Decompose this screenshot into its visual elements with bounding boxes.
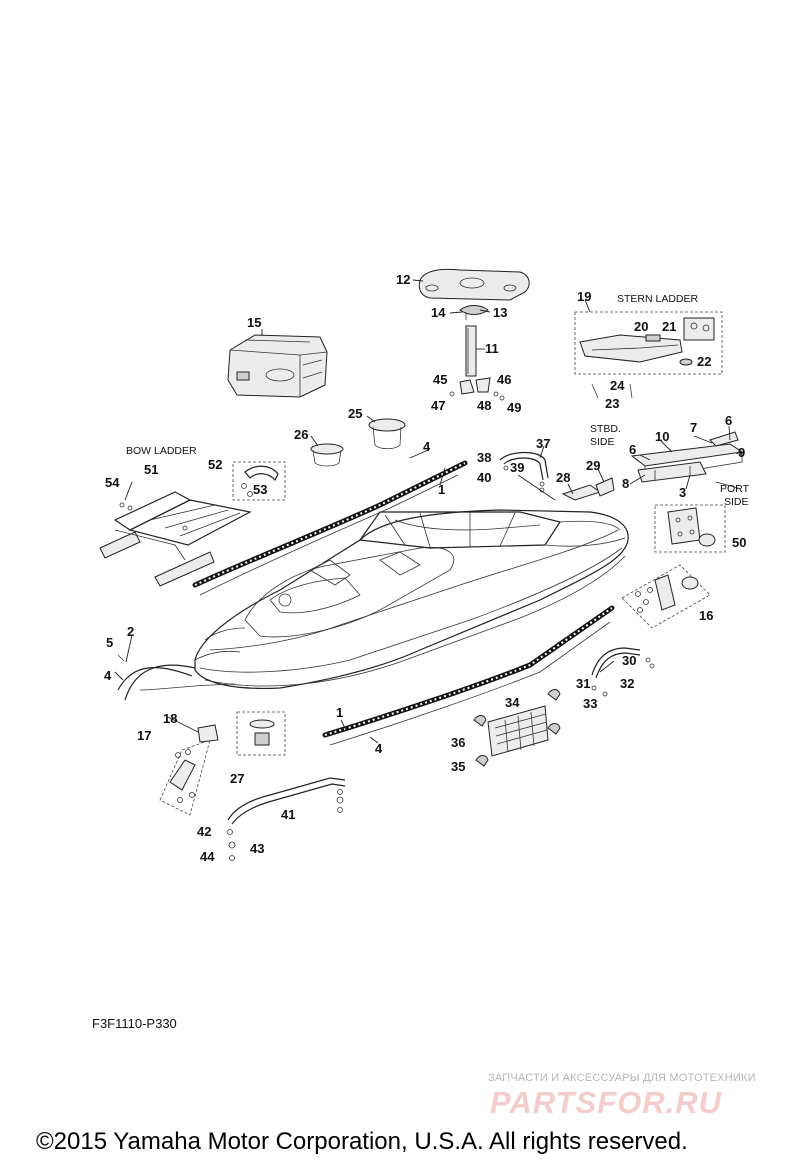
callout-10: 10 <box>655 429 669 444</box>
callout-4c: 4 <box>104 668 112 683</box>
part-10-bracket <box>630 431 744 483</box>
part-15-cooler <box>227 334 328 398</box>
callout-25: 25 <box>348 406 362 421</box>
callout-9: 9 <box>738 445 745 460</box>
watermark-text: ЗАПЧАСТИ И АКСЕССУАРЫ ДЛЯ МОТОТЕХНИКИ <box>488 1072 756 1084</box>
callout-40: 40 <box>477 470 491 485</box>
callout-51: 51 <box>144 462 158 477</box>
callout-29: 29 <box>586 458 600 473</box>
callout-numbers: 1 1 2 3 4 4 4 5 6 6 7 8 9 10 11 12 13 14… <box>104 272 746 864</box>
callout-8: 8 <box>622 476 629 491</box>
part-28-29-cleat <box>561 477 615 501</box>
part-51-bow-ladder <box>99 491 252 587</box>
callout-6a: 6 <box>725 413 732 428</box>
callout-11: 11 <box>485 341 499 356</box>
callout-32: 32 <box>620 676 634 691</box>
callout-27: 27 <box>230 771 244 786</box>
callout-24: 24 <box>610 378 625 393</box>
callout-26: 26 <box>294 427 308 442</box>
callout-46: 46 <box>497 372 511 387</box>
callout-50: 50 <box>732 535 746 550</box>
part-37-grab-handle <box>499 451 549 493</box>
diagram-code: F3F1110-P330 <box>92 1016 177 1031</box>
caption-bow-ladder: BOW LADDER <box>126 445 197 457</box>
callout-52: 52 <box>208 457 222 472</box>
callout-53: 53 <box>253 482 267 497</box>
callout-30: 30 <box>622 653 636 668</box>
callout-54: 54 <box>105 475 120 490</box>
part-50-hinge <box>654 504 726 553</box>
callout-44: 44 <box>200 849 215 864</box>
callout-13: 13 <box>493 305 507 320</box>
part-52-hose <box>232 461 286 501</box>
part-16-tow-eye <box>621 564 711 629</box>
callout-37: 37 <box>536 436 550 451</box>
diagram-captions: STERN LADDER BOW LADDER STBD. SIDE PORT … <box>126 293 750 508</box>
callout-47: 47 <box>431 398 445 413</box>
part-30-rail <box>591 647 655 697</box>
caption-port-side-2: SIDE <box>724 496 749 508</box>
callout-1a: 1 <box>438 482 445 497</box>
callout-20: 20 <box>634 319 648 334</box>
callout-34: 34 <box>505 695 520 710</box>
part-34-cargo-net <box>473 689 561 767</box>
callout-4b: 4 <box>375 741 383 756</box>
callout-14: 14 <box>431 305 446 320</box>
callout-4a: 4 <box>423 439 431 454</box>
callout-43: 43 <box>250 841 264 856</box>
part-41-rail <box>227 777 346 861</box>
callout-42: 42 <box>197 824 211 839</box>
callout-22: 22 <box>697 354 711 369</box>
part-19-stern-ladder <box>574 311 723 399</box>
callout-17: 17 <box>137 728 151 743</box>
caption-stbd-side-1: STBD. <box>590 423 621 435</box>
callout-49: 49 <box>507 400 521 415</box>
callout-15: 15 <box>247 315 261 330</box>
callout-39: 39 <box>510 460 524 475</box>
part-13-plate <box>459 305 489 320</box>
callout-3: 3 <box>679 485 686 500</box>
callout-23: 23 <box>605 396 619 411</box>
callout-18: 18 <box>163 711 177 726</box>
leader-lines <box>114 279 743 744</box>
callout-38: 38 <box>477 450 491 465</box>
part-45-46-base <box>449 377 505 401</box>
part-26-cup-holder <box>310 443 344 467</box>
callout-2: 2 <box>127 624 134 639</box>
callout-6b: 6 <box>629 442 636 457</box>
caption-port-side-1: PORT <box>720 483 750 495</box>
callout-36: 36 <box>451 735 465 750</box>
callout-16: 16 <box>699 608 713 623</box>
callout-41: 41 <box>281 807 295 822</box>
part-17-bow-eye <box>159 724 219 816</box>
watermark-logo: PARTSFOR.RU <box>490 1085 723 1120</box>
part-11-pole <box>465 325 477 377</box>
callout-35: 35 <box>451 759 465 774</box>
caption-stbd-side-2: SIDE <box>590 436 615 448</box>
callout-7: 7 <box>690 420 697 435</box>
part-5-screw <box>117 654 125 662</box>
part-25-cup-holder <box>368 418 406 450</box>
copyright-notice: ©2015 Yamaha Motor Corporation, U.S.A. A… <box>36 1128 688 1155</box>
callout-12: 12 <box>396 272 410 287</box>
callout-33: 33 <box>583 696 597 711</box>
callout-48: 48 <box>477 398 491 413</box>
callout-5: 5 <box>106 635 113 650</box>
caption-stern-ladder: STERN LADDER <box>617 293 699 305</box>
callout-31: 31 <box>576 676 590 691</box>
callout-28: 28 <box>556 470 570 485</box>
part-12-top-bracket <box>418 268 530 301</box>
boat-hull <box>194 509 629 689</box>
callout-45: 45 <box>433 372 447 387</box>
callout-21: 21 <box>662 319 676 334</box>
callout-19: 19 <box>577 289 591 304</box>
rub-rail-strips <box>117 460 615 746</box>
part-27-drain-plug <box>236 711 286 756</box>
callout-1b: 1 <box>336 705 343 720</box>
